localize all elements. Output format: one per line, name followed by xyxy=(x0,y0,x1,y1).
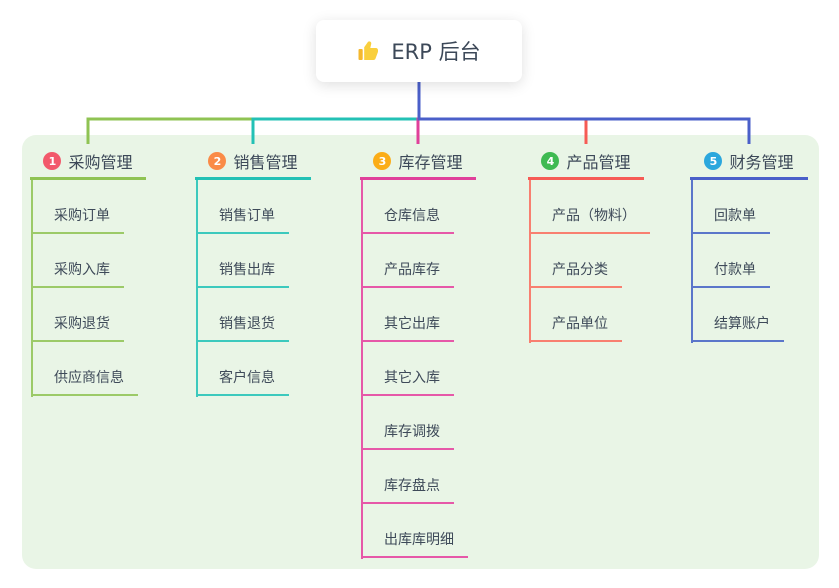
branch-title-label: 财务管理 xyxy=(729,153,794,172)
branch: 4 产品管理 产品（物料） 产品分类产品单位 xyxy=(528,145,650,343)
branch-title-underline xyxy=(195,177,311,180)
child-node[interactable]: 销售订单 xyxy=(196,180,289,234)
child-label: 采购入库 xyxy=(31,259,124,288)
branch-children: 回款单付款单结算账户 xyxy=(691,180,784,342)
child-label: 采购退货 xyxy=(31,313,124,342)
branches-panel xyxy=(22,135,819,569)
branch-children: 销售订单销售出库销售退货客户信息 xyxy=(196,180,289,396)
children-rail-line xyxy=(196,180,198,397)
child-node[interactable]: 回款单 xyxy=(691,180,784,234)
children-rail-line xyxy=(31,180,33,397)
child-node[interactable]: 采购入库 xyxy=(31,234,138,288)
thumbs-up-icon xyxy=(357,39,381,63)
child-node[interactable]: 供应商信息 xyxy=(31,342,138,396)
child-label: 产品单位 xyxy=(529,313,622,342)
branch-title-label: 库存管理 xyxy=(398,153,463,172)
branch-number-badge: 1 xyxy=(43,152,62,170)
root-node[interactable]: ERP 后台 xyxy=(316,20,522,82)
child-label: 销售订单 xyxy=(196,205,289,234)
child-node[interactable]: 采购订单 xyxy=(31,180,138,234)
child-label: 采购订单 xyxy=(31,205,124,234)
branch: 2 销售管理 销售订单销售出库销售退货客户信息 xyxy=(195,145,311,397)
branch: 3 库存管理 仓库信息产品库存其它出库其它入库库存调拨库存盘点出库库明细 xyxy=(360,145,476,559)
branch-number-badge: 5 xyxy=(704,152,723,170)
child-label: 产品分类 xyxy=(529,259,622,288)
child-label: 产品库存 xyxy=(361,259,454,288)
child-node[interactable]: 付款单 xyxy=(691,234,784,288)
child-label: 供应商信息 xyxy=(31,367,138,396)
child-label: 销售退货 xyxy=(196,313,289,342)
branch-title-underline xyxy=(528,177,644,180)
child-label: 结算账户 xyxy=(691,313,784,342)
child-label: 回款单 xyxy=(691,205,770,234)
branch-children: 仓库信息产品库存其它出库其它入库库存调拨库存盘点出库库明细 xyxy=(361,180,468,558)
child-node[interactable]: 结算账户 xyxy=(691,288,784,342)
child-label: 其它出库 xyxy=(361,313,454,342)
branch-title-label: 产品管理 xyxy=(566,153,631,172)
branch-number-badge: 3 xyxy=(373,152,392,170)
child-label: 其它入库 xyxy=(361,367,454,396)
child-node[interactable]: 产品（物料） xyxy=(529,180,650,234)
branch: 1 采购管理 采购订单采购入库采购退货供应商信息 xyxy=(30,145,146,397)
children-rail-line xyxy=(691,180,693,343)
child-label: 库存盘点 xyxy=(361,475,454,504)
child-node[interactable]: 销售退货 xyxy=(196,288,289,342)
children-rail-line xyxy=(361,180,363,559)
children-rail-line xyxy=(529,180,531,343)
branch-title-underline xyxy=(30,177,146,180)
branch-title[interactable]: 5 财务管理 xyxy=(690,145,808,177)
branch-title-underline xyxy=(690,177,808,180)
child-node[interactable]: 产品库存 xyxy=(361,234,468,288)
child-node[interactable]: 其它入库 xyxy=(361,342,468,396)
branch-title[interactable]: 4 产品管理 xyxy=(528,145,644,177)
child-node[interactable]: 出库库明细 xyxy=(361,504,468,558)
branch-number-badge: 4 xyxy=(541,152,560,170)
child-label: 销售出库 xyxy=(196,259,289,288)
child-label: 产品（物料） xyxy=(529,205,650,234)
branch-title[interactable]: 2 销售管理 xyxy=(195,145,311,177)
branch-title[interactable]: 3 库存管理 xyxy=(360,145,476,177)
child-node[interactable]: 销售出库 xyxy=(196,234,289,288)
branch-title-label: 采购管理 xyxy=(68,153,133,172)
child-node[interactable]: 采购退货 xyxy=(31,288,138,342)
child-label: 仓库信息 xyxy=(361,205,454,234)
child-node[interactable]: 客户信息 xyxy=(196,342,289,396)
child-node[interactable]: 库存盘点 xyxy=(361,450,468,504)
branch-children: 产品（物料） 产品分类产品单位 xyxy=(529,180,650,342)
child-node[interactable]: 产品分类 xyxy=(529,234,650,288)
branch-title-underline xyxy=(360,177,476,180)
child-node[interactable]: 其它出库 xyxy=(361,288,468,342)
child-label: 客户信息 xyxy=(196,367,289,396)
branch-title[interactable]: 1 采购管理 xyxy=(30,145,146,177)
branch: 5 财务管理 回款单付款单结算账户 xyxy=(690,145,808,343)
child-node[interactable]: 仓库信息 xyxy=(361,180,468,234)
child-label: 出库库明细 xyxy=(361,529,468,558)
child-label: 付款单 xyxy=(691,259,770,288)
child-node[interactable]: 产品单位 xyxy=(529,288,650,342)
child-label: 库存调拨 xyxy=(361,421,454,450)
root-label: ERP 后台 xyxy=(391,40,481,64)
branch-number-badge: 2 xyxy=(208,152,227,170)
child-node[interactable]: 库存调拨 xyxy=(361,396,468,450)
branch-title-label: 销售管理 xyxy=(233,153,298,172)
branch-children: 采购订单采购入库采购退货供应商信息 xyxy=(31,180,138,396)
